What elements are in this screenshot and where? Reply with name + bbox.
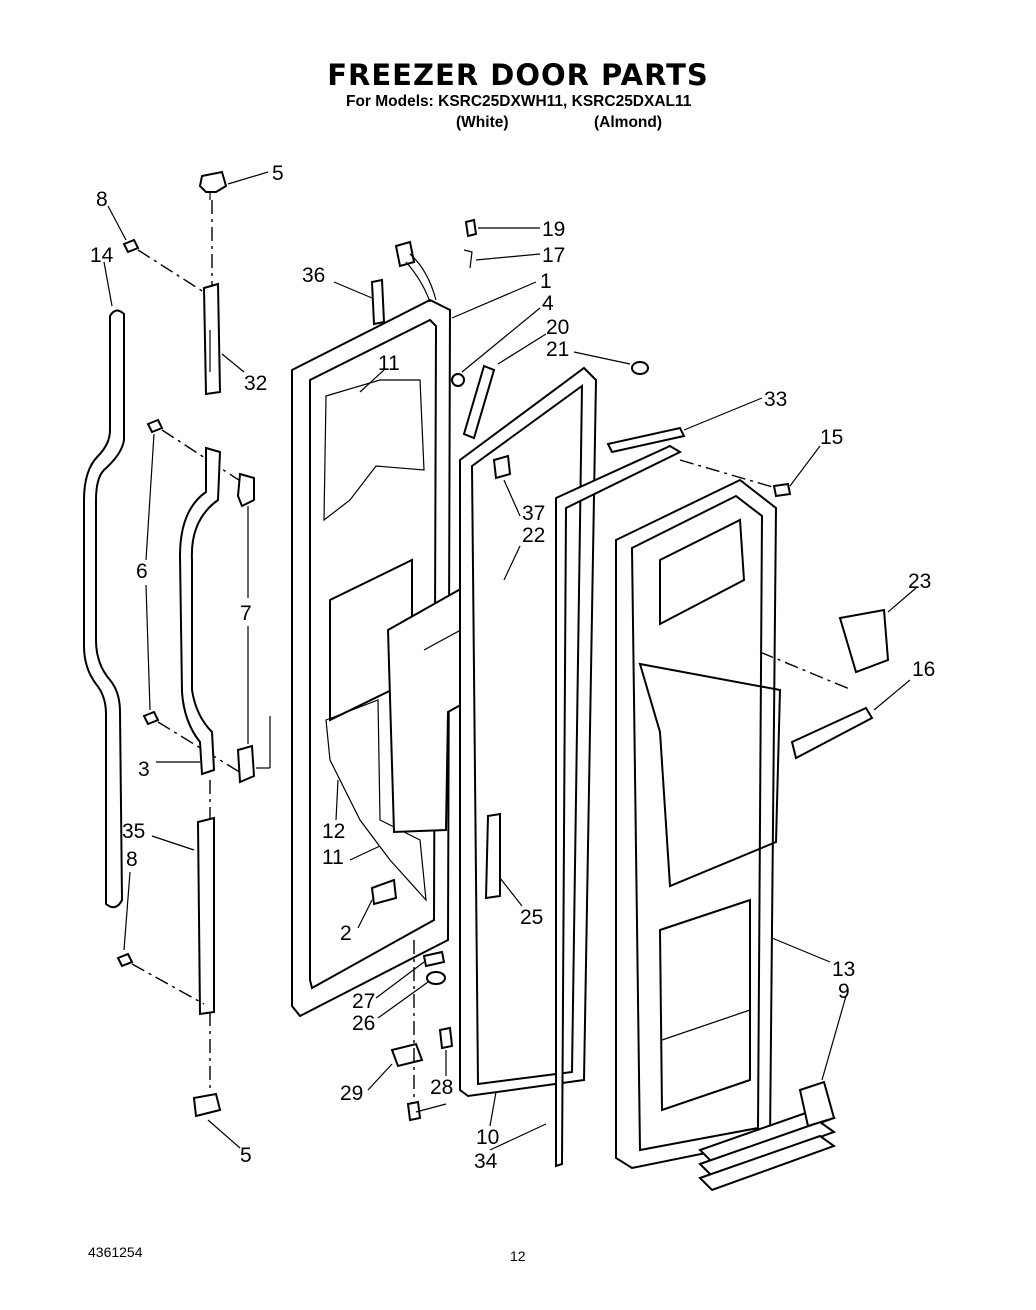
part-seal-strip (606, 426, 686, 454)
part-drain-tube (484, 812, 501, 900)
part-washer-27 (422, 950, 446, 968)
page-subtitle: For Models: KSRC25DXWH11, KSRC25DXAL11 (346, 93, 692, 110)
part-bushing-26 (426, 971, 446, 985)
callout-14: 14 (90, 244, 114, 267)
callout-20: 20 (546, 316, 569, 339)
callout-12: 12 (322, 820, 345, 843)
part-rail-16 (790, 706, 874, 760)
part-handle-cap-lower (236, 744, 256, 784)
callout-28: 28 (430, 1076, 453, 1099)
part-lower-hinge-bracket (196, 816, 215, 1016)
part-door-shelves (698, 1080, 837, 1192)
callout-1: 1 (540, 270, 552, 293)
part-bracket-29 (390, 1042, 424, 1068)
part-tube (462, 364, 496, 440)
callout-19: 19 (542, 218, 565, 241)
part-door-gasket (555, 444, 683, 1168)
part-ice-bin (838, 608, 890, 674)
callout-7: 7 (240, 602, 252, 625)
part-wire-17 (463, 249, 473, 269)
part-door-liner-frame (459, 366, 598, 1098)
part-door-outer-panel (291, 298, 452, 1018)
callout-29: 29 (340, 1082, 363, 1105)
leader-lines (103, 171, 917, 1151)
callout-2: 2 (340, 922, 352, 945)
callout-5-bottom: 5 (240, 1144, 252, 1167)
callout-15: 15 (820, 426, 843, 449)
callout-13: 13 (832, 958, 855, 981)
callout-35: 35 (122, 820, 145, 843)
part-screw-top (122, 238, 211, 297)
part-grommet (451, 373, 465, 387)
callout-5-top: 5 (272, 162, 284, 185)
callout-10: 10 (476, 1126, 499, 1149)
part-top-hinge-cap (198, 170, 228, 200)
callout-34: 34 (474, 1150, 498, 1173)
part-handle-cap-upper (236, 472, 255, 508)
callout-3: 3 (138, 758, 150, 781)
document-number: 4361254 (88, 1244, 143, 1260)
callout-37: 37 (522, 502, 545, 525)
part-inner-door-liner (615, 478, 782, 1170)
part-trim-strip (83, 309, 125, 909)
callout-26: 26 (352, 1012, 375, 1035)
part-screw-lower (406, 1100, 422, 1122)
part-plug (631, 361, 649, 375)
callout-32: 32 (244, 372, 267, 395)
callout-17: 17 (542, 244, 565, 267)
callout-16: 16 (912, 658, 935, 681)
callout-23: 23 (908, 570, 931, 593)
callout-8-top: 8 (96, 188, 108, 211)
callout-labels: 5 8 14 32 6 7 3 35 8 5 36 11 12 11 2 27 … (90, 162, 935, 1173)
part-screw-19 (464, 218, 478, 238)
part-screw-15 (772, 482, 792, 498)
part-door-handle (178, 446, 222, 776)
callout-11-upper: 11 (378, 352, 400, 375)
callout-11-lower: 11 (322, 846, 344, 869)
part-clip-37 (492, 454, 512, 480)
callout-36: 36 (302, 264, 325, 287)
part-screw-bottom (116, 952, 205, 1005)
callout-22: 22 (522, 524, 545, 547)
callout-9: 9 (838, 980, 850, 1003)
part-wire-connector (394, 240, 416, 268)
page-title: FREEZER DOOR PARTS (327, 58, 709, 92)
variant-almond: (Almond) (594, 114, 663, 131)
part-handle-screw-upper (146, 418, 249, 487)
callout-33: 33 (764, 388, 787, 411)
part-handle-screw-lower (142, 710, 247, 777)
callout-8-bottom: 8 (126, 848, 138, 871)
part-stop-2 (370, 878, 398, 906)
part-screw-28 (438, 1026, 454, 1050)
callout-27: 27 (352, 990, 375, 1013)
callout-6: 6 (136, 560, 148, 583)
callout-25: 25 (520, 906, 543, 929)
part-bottom-hinge-pin (192, 1092, 222, 1118)
variant-white: (White) (456, 114, 509, 131)
callout-4: 4 (542, 292, 554, 315)
page-number: 12 (510, 1248, 526, 1264)
part-wire-channel (370, 278, 386, 326)
part-upper-hinge-bracket (202, 282, 222, 396)
callout-21: 21 (546, 338, 569, 361)
